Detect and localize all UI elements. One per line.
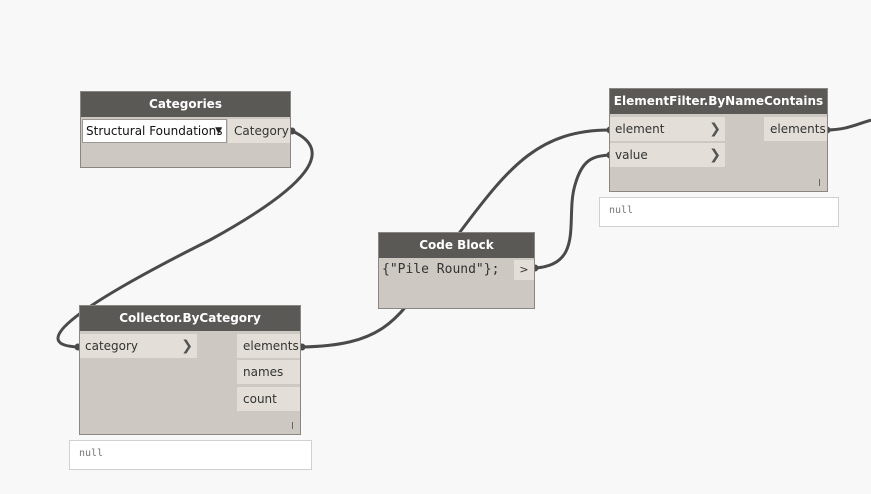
category-dropdown-value: Structural Foundations bbox=[86, 124, 223, 138]
filtered-elements-output-label: elements bbox=[770, 122, 826, 136]
category-dropdown[interactable]: Structural Foundations ▼ bbox=[82, 119, 227, 143]
element-filter-preview-bubble[interactable]: null bbox=[599, 197, 839, 227]
chevron-right-icon: ❯ bbox=[181, 338, 193, 354]
wire-elements-output[interactable] bbox=[826, 118, 871, 132]
count-output-label: count bbox=[243, 392, 277, 406]
filtered-elements-output-port[interactable]: elements bbox=[764, 117, 827, 141]
categories-node[interactable]: Categories Structural Foundations ▼ Cate… bbox=[80, 91, 291, 168]
wire-category-to-collector[interactable] bbox=[56, 129, 314, 349]
code-block-editor[interactable]: {"Pile Round"}; bbox=[382, 258, 512, 282]
categories-node-title[interactable]: Categories bbox=[81, 92, 290, 117]
category-output-label: Category bbox=[234, 124, 289, 138]
element-input-port[interactable]: element ❯ bbox=[610, 117, 725, 141]
value-input-label: value bbox=[615, 148, 648, 162]
code-block-output-label: > bbox=[519, 263, 529, 276]
code-block-output-port[interactable]: > bbox=[514, 260, 534, 280]
chevron-right-icon: ❯ bbox=[709, 147, 721, 163]
element-filter-node[interactable]: ElementFilter.ByNameContains element ❯ v… bbox=[609, 88, 828, 192]
chevron-down-icon[interactable]: ▼ bbox=[215, 126, 222, 136]
elements-output-port[interactable]: elements bbox=[237, 334, 300, 358]
value-input-port[interactable]: value ❯ bbox=[610, 143, 725, 167]
names-output-port[interactable]: names bbox=[237, 360, 300, 384]
code-block-node[interactable]: Code Block {"Pile Round"}; > bbox=[378, 232, 535, 309]
category-input-port[interactable]: category ❯ bbox=[80, 334, 197, 358]
code-block-title[interactable]: Code Block bbox=[379, 233, 534, 258]
element-input-label: element bbox=[615, 122, 665, 136]
code-block-code: {"Pile Round"}; bbox=[382, 262, 500, 277]
element-filter-preview-value: null bbox=[609, 205, 634, 216]
collector-preview-value: null bbox=[79, 448, 104, 459]
collector-preview-bubble[interactable]: null bbox=[69, 440, 312, 470]
count-output-port[interactable]: count bbox=[237, 387, 300, 411]
category-output-port[interactable]: Category bbox=[228, 119, 290, 143]
element-filter-title[interactable]: ElementFilter.ByNameContains bbox=[610, 89, 827, 114]
resize-handle[interactable] bbox=[292, 422, 293, 429]
resize-handle[interactable] bbox=[819, 179, 820, 186]
chevron-right-icon: ❯ bbox=[709, 121, 721, 137]
names-output-label: names bbox=[243, 365, 284, 379]
wire-codeblock-to-value[interactable] bbox=[534, 153, 611, 270]
elements-output-label: elements bbox=[243, 339, 299, 353]
collector-node-title[interactable]: Collector.ByCategory bbox=[80, 306, 300, 331]
collector-by-category-node[interactable]: Collector.ByCategory category ❯ elements… bbox=[79, 305, 301, 435]
category-input-label: category bbox=[85, 339, 139, 353]
